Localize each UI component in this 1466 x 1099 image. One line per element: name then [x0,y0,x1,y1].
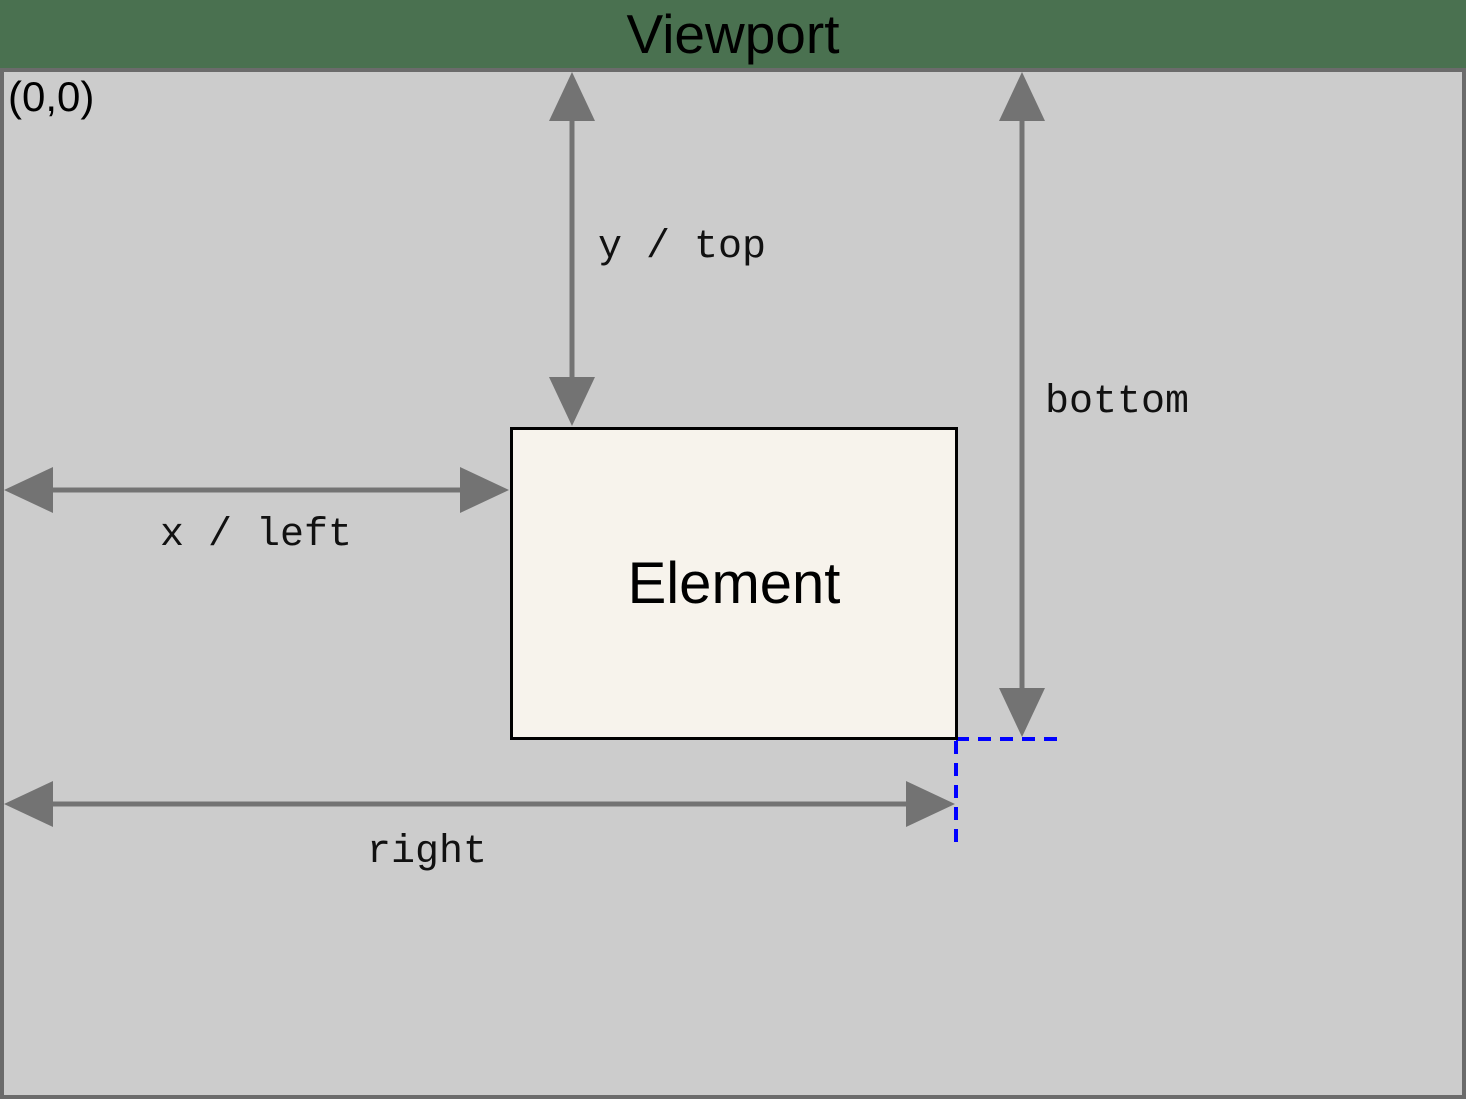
element-label: Element [627,551,841,616]
origin-coordinates-label: (0,0) [8,73,95,120]
left-measurement-label: x / left [160,513,353,558]
top-measurement-label: y / top [598,225,767,270]
title-band: Viewport [0,0,1466,68]
right-measurement-label: right [367,830,488,875]
bottom-measurement-label: bottom [1045,380,1190,425]
element-box: Element [510,427,958,740]
diagram-title: Viewport [626,3,840,65]
